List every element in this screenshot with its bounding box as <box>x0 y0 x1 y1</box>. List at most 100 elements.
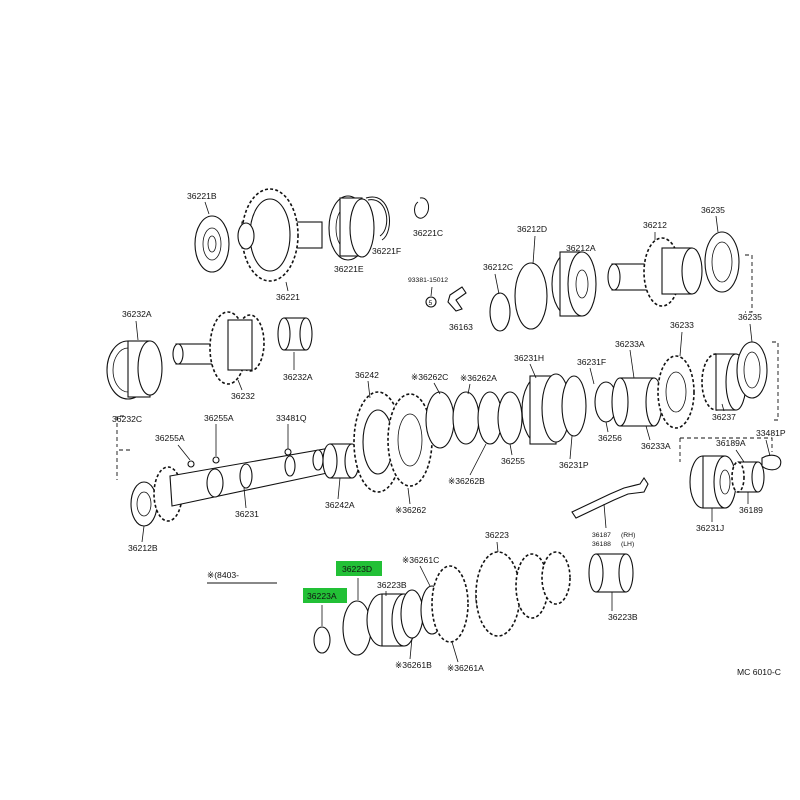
label-36242a: 36242A <box>325 500 355 510</box>
label-36256: 36256 <box>598 433 622 443</box>
label-36188-lh: (LH) <box>621 541 634 548</box>
part-36233-gear <box>657 355 695 429</box>
label-36212: 36212 <box>643 220 667 230</box>
label-36221b: 36221B <box>187 191 217 201</box>
symbol-5: 5 <box>429 300 433 307</box>
group-bracket-36232 <box>116 415 124 447</box>
note-8403: ※(8403- <box>207 570 239 580</box>
label-36262: ※36262 <box>395 505 426 515</box>
label-36223b-left: 36223B <box>377 580 407 590</box>
part-36231h-bearing <box>521 373 571 445</box>
part-36262a-ring <box>452 391 480 445</box>
part-36221e-bearing <box>328 195 375 261</box>
part-36223-countershaft <box>475 551 571 637</box>
label-36232a-right: 36232A <box>283 372 313 382</box>
label-36237: 36237 <box>712 412 736 422</box>
label-36262c: ※36262C <box>411 372 448 382</box>
label-36233a-top: 36233A <box>615 339 645 349</box>
label-36212c: 36212C <box>483 262 513 272</box>
part-36237-hub-sleeve <box>701 353 747 411</box>
part-36232-counter-gear <box>172 311 265 385</box>
label-36232a-left: 36232A <box>122 309 152 319</box>
part-36242a-needle-bearing <box>322 443 360 479</box>
part-36163-lock-plate <box>425 286 467 312</box>
part-36221-gear <box>237 188 323 282</box>
part-36212d-ring <box>514 262 548 330</box>
label-93381-15012: 93381-15012 <box>408 277 448 284</box>
label-36261a: ※36261A <box>447 663 484 673</box>
group-bracket-36235-b <box>772 341 779 421</box>
label-36187-rh: (RH) <box>621 532 635 539</box>
part-36221b-bearing <box>194 215 230 273</box>
part-36262c-ring <box>425 391 455 449</box>
label-36231: 36231 <box>235 509 259 519</box>
label-36235-right: 36235 <box>738 312 762 322</box>
label-36221f: 36221F <box>372 246 401 256</box>
group-bracket-36189 <box>679 437 773 462</box>
part-36235-synchro-ring-2 <box>736 341 768 399</box>
label-36189: 36189 <box>739 505 763 515</box>
highlight-36223a <box>303 588 347 603</box>
label-36189a: 36189A <box>716 438 746 448</box>
highlight-36223d <box>336 561 382 576</box>
part-36231p-ring <box>561 375 587 437</box>
part-36255a-ball-2 <box>212 456 220 464</box>
part-36261a-gear <box>431 565 469 643</box>
label-36233: 36233 <box>670 320 694 330</box>
label-36231h: 36231H <box>514 353 544 363</box>
part-36232a-bearing <box>277 317 313 351</box>
part-36189-drive-gear <box>731 461 765 493</box>
label-36221e: 36221E <box>334 264 364 274</box>
label-36261b: ※36261B <box>395 660 432 670</box>
label-36223: 36223 <box>485 530 509 540</box>
label-36212d: 36212D <box>517 224 547 234</box>
label-36231p: 36231P <box>559 460 589 470</box>
part-36212c-ring <box>489 292 511 332</box>
diagram-code: MC 6010-C <box>737 667 781 677</box>
label-36223b-right: 36223B <box>608 612 638 622</box>
part-36212a-bearing <box>551 251 597 317</box>
label-36221c: 36221C <box>413 228 443 238</box>
label-36242: 36242 <box>355 370 379 380</box>
label-36163: 36163 <box>449 322 473 332</box>
part-36187-36188-lever <box>571 477 649 519</box>
part-36221c-clip <box>414 197 429 219</box>
label-36235-top: 36235 <box>701 205 725 215</box>
group-bracket-36212b <box>116 449 130 480</box>
part-36233a-needle-bearing <box>611 377 663 427</box>
label-36261c: ※36261C <box>402 555 439 565</box>
part-36212b-bearing <box>130 481 158 527</box>
label-36255a-a: 36255A <box>155 433 185 443</box>
label-33481p: 33481P <box>756 428 786 438</box>
part-36261b-ring <box>400 589 424 639</box>
part-36242-gear <box>353 391 433 493</box>
label-36231j: 36231J <box>696 523 724 533</box>
part-36223a-snap-ring <box>313 626 331 654</box>
part-36232c-bearing <box>106 340 163 400</box>
label-36231f: 36231F <box>577 357 606 367</box>
part-36255a-ball <box>187 460 195 468</box>
label-36221: 36221 <box>276 292 300 302</box>
label-36212a: 36212A <box>566 243 596 253</box>
part-36221f-snap-ring <box>365 196 390 241</box>
label-36223a: 36223A <box>307 591 337 601</box>
label-36188: 36188 <box>592 541 611 548</box>
label-36255: 36255 <box>501 456 525 466</box>
part-36223b-roller-bearing <box>588 553 634 593</box>
label-36262a: ※36262A <box>460 373 497 383</box>
label-36255a-b: 36255A <box>204 413 234 423</box>
label-33481q: 33481Q <box>276 413 307 423</box>
part-36212-input-gear <box>607 237 703 307</box>
part-33481p-clip <box>761 454 782 471</box>
label-36187: 36187 <box>592 532 611 539</box>
label-36223d: 36223D <box>342 564 372 574</box>
label-36233a-bottom: 36233A <box>641 441 671 451</box>
label-36232c: 36232C <box>112 414 142 424</box>
label-36262b: ※36262B <box>448 476 485 486</box>
label-36232: 36232 <box>231 391 255 401</box>
group-bracket-36235 <box>745 254 753 313</box>
part-36235-synchro-ring <box>704 231 740 293</box>
part-36255-key <box>497 391 523 445</box>
part-33481q-ball <box>284 448 292 456</box>
